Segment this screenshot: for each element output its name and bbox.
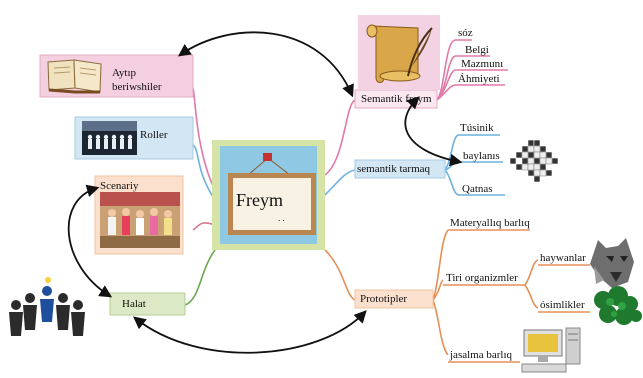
node-semantik-tarmaq[interactable]: semantik tarmaq bbox=[357, 163, 431, 175]
node-aytip[interactable]: Aytıp beriwshiler bbox=[112, 66, 161, 94]
crossword-icon bbox=[509, 139, 559, 183]
center-dots: . . bbox=[278, 213, 285, 223]
people-group-icon bbox=[9, 277, 85, 336]
child-osimlikler: ósimlikler bbox=[540, 299, 585, 311]
child-materyalliq: Materyallıq barlıq bbox=[450, 217, 530, 229]
branch-lines bbox=[184, 39, 590, 363]
branch-prototipler bbox=[324, 249, 356, 301]
node-roller-label: Roller bbox=[140, 129, 168, 141]
node-aytip-label: Aytıp beriwshiler bbox=[112, 67, 162, 93]
child-ahmiyeti: Áhmiyeti bbox=[458, 73, 500, 85]
prototipler-box bbox=[354, 289, 434, 309]
child-soz: sóz bbox=[458, 27, 473, 39]
center-node bbox=[212, 140, 325, 250]
branch-roller bbox=[192, 144, 216, 201]
children-photo bbox=[100, 192, 180, 248]
node-roller[interactable]: Roller bbox=[140, 129, 168, 141]
child-baylanis: baylanıs bbox=[463, 150, 500, 162]
child-qatnas: Qatnas bbox=[462, 183, 493, 195]
child-tusinik: Túsinik bbox=[460, 122, 494, 134]
node-scenariy-label: Scenariy bbox=[100, 180, 139, 192]
actors-icon bbox=[82, 121, 137, 155]
plant-icon bbox=[594, 286, 642, 325]
child-belgi: Belgi bbox=[465, 44, 489, 56]
scroll-quill-icon bbox=[358, 15, 440, 90]
branch-aytip bbox=[192, 87, 216, 191]
arrow-scenariy-halat bbox=[67, 184, 113, 298]
branch-semantik-tarmaq bbox=[324, 169, 356, 196]
book-icon bbox=[47, 59, 102, 94]
arrow-freym-tarmaq bbox=[404, 96, 463, 167]
arrow-aytip-semantik bbox=[177, 31, 354, 98]
center-title: Freym bbox=[236, 190, 283, 210]
computer-icon bbox=[521, 327, 581, 373]
node-semantik-freym[interactable]: Semantik freym bbox=[361, 93, 432, 105]
branch-semantik-freym bbox=[324, 99, 356, 176]
arrow-halat-prototipler bbox=[133, 310, 367, 354]
branch-scenariy bbox=[192, 222, 216, 231]
branch-halat bbox=[184, 249, 216, 306]
child-tiri-organizmler: Tiri organizmler bbox=[446, 272, 518, 284]
node-halat-label: Halat bbox=[122, 298, 146, 310]
relation-arrows bbox=[67, 31, 463, 354]
wolf-icon bbox=[590, 238, 634, 288]
node-scenariy[interactable]: Scenariy bbox=[100, 180, 138, 192]
child-jasalma: jasalma barlıq bbox=[450, 349, 513, 361]
child-haywanlar: haywanlar bbox=[540, 252, 586, 264]
node-halat[interactable]: Halat bbox=[122, 298, 146, 310]
node-prototipler[interactable]: Prototipler bbox=[360, 293, 408, 305]
child-mazmuni: Mazmunı bbox=[461, 58, 504, 70]
